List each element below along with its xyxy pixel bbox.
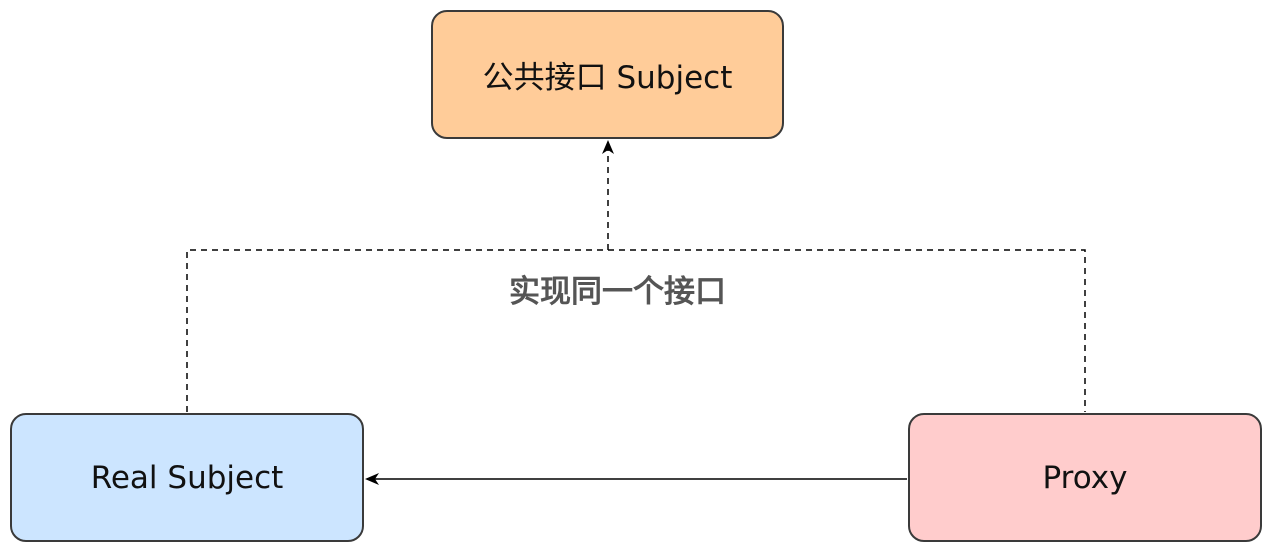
proxy-node[interactable]: Proxy [908, 413, 1262, 542]
subject-interface-label: 公共接口 Subject [482, 60, 733, 96]
implements-edge-label: 实现同一个接口 [509, 273, 726, 310]
real-subject-node[interactable]: Real Subject [10, 413, 364, 542]
proxy-label: Proxy [1042, 459, 1128, 496]
subject-interface-node[interactable]: 公共接口 Subject [431, 10, 784, 139]
implements-connector [186, 249, 1086, 412]
real-subject-label: Real Subject [90, 459, 284, 496]
